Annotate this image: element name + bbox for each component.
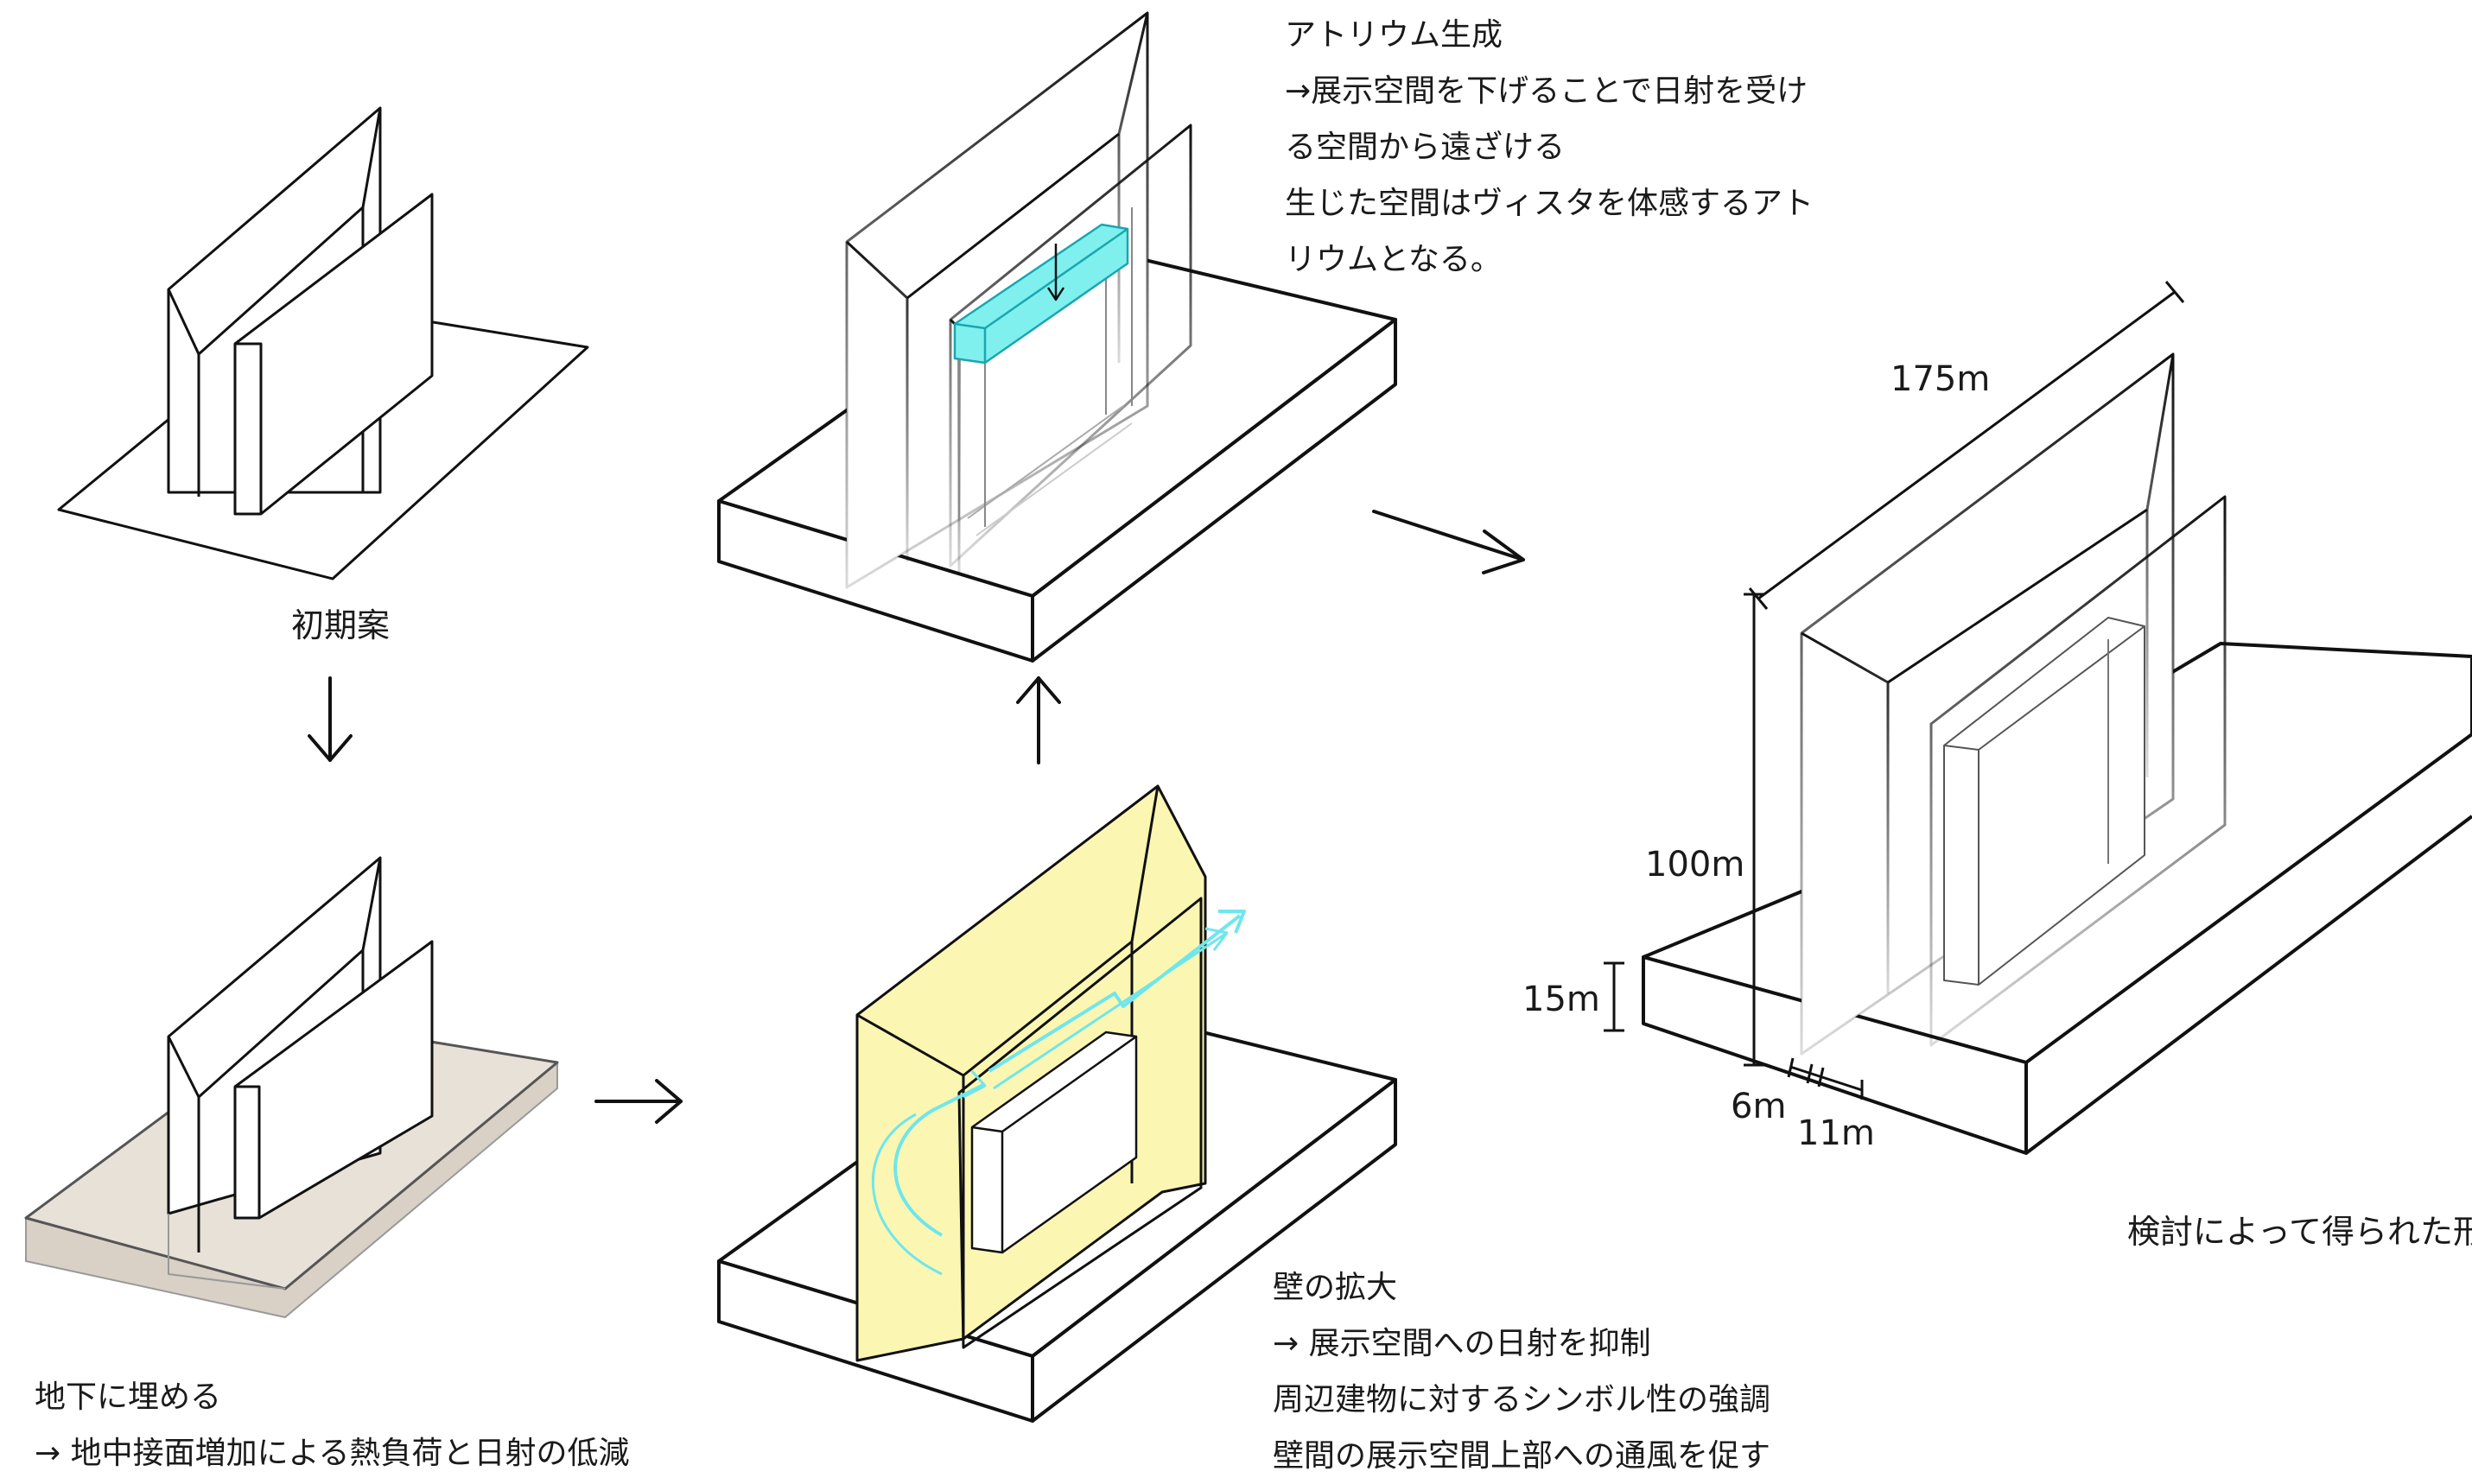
underground-title: 地下に埋める <box>35 1379 222 1415</box>
wall-expansion-line: → 展示空間への日射を抑制 <box>1273 1326 1651 1361</box>
atrium-line: る空間から遠ざける <box>1285 130 1566 165</box>
atrium-note: アトリウム生成 →展示空間を下げることで日射を受け る空間から遠ざける 生じた空… <box>1285 7 1814 288</box>
wall-expansion-note: 壁の拡大 → 展示空間への日射を抑制 周辺建物に対するシンボル性の強調 壁間の展… <box>1273 1259 1770 1484</box>
final-form-model <box>1604 281 2472 1155</box>
wall-expansion-line: 周辺建物に対するシンボル性の強調 <box>1273 1382 1771 1417</box>
depth-dimension: 15m <box>1522 980 1600 1019</box>
wall-expansion-line: 壁間の展示空間上部への通風を促す <box>1273 1438 1771 1474</box>
atrium-line: →展示空間を下げることで日射を受け <box>1285 73 1808 109</box>
atrium-generation-model <box>717 11 1397 663</box>
height-dimension: 100m <box>1645 845 1745 885</box>
initial-scheme-model <box>57 106 589 580</box>
gap-dimension: 6m <box>1731 1087 1787 1126</box>
underground-note: 地下に埋める → 地中接面増加による熱負荷と日射の低減 <box>35 1369 630 1481</box>
initial-scheme-caption: 初期案 <box>291 606 391 644</box>
width-dimension: 11m <box>1797 1113 1875 1153</box>
wall-expansion-title: 壁の拡大 <box>1273 1270 1398 1305</box>
arrow-right-icon <box>594 1079 683 1124</box>
arrow-down-icon <box>308 676 353 762</box>
atrium-title: アトリウム生成 <box>1285 17 1503 53</box>
length-dimension: 175m <box>1891 359 1991 399</box>
underground-model <box>24 856 559 1318</box>
underground-line: → 地中接面増加による熱負荷と日射の低減 <box>35 1436 630 1471</box>
arrow-up-icon <box>1016 676 1061 764</box>
arrow-right-diagonal-icon <box>1372 510 1525 574</box>
wall-expansion-model <box>717 784 1397 1423</box>
atrium-line: リウムとなる。 <box>1285 242 1502 277</box>
atrium-line: 生じた空間はヴィスタを体感するアト <box>1285 186 1814 221</box>
process-arrows <box>308 510 1525 1124</box>
final-form-caption: 検討によって得られた形 <box>2127 1213 2472 1251</box>
